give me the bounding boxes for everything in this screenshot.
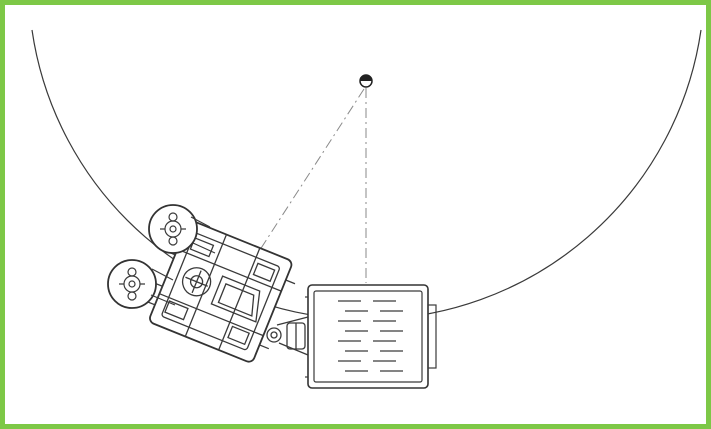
wheel-icon bbox=[107, 259, 176, 309]
guide-line-diagonal bbox=[244, 88, 365, 274]
tractor-top-view-icon bbox=[142, 220, 296, 363]
pivot-point-icon bbox=[359, 74, 373, 88]
trailer-deck-slats bbox=[338, 300, 403, 372]
wheel-icon bbox=[148, 204, 216, 254]
trailer-top-view-icon bbox=[305, 284, 437, 389]
hitch-icon bbox=[266, 316, 309, 356]
turning-radius-diagram bbox=[31, 29, 702, 389]
